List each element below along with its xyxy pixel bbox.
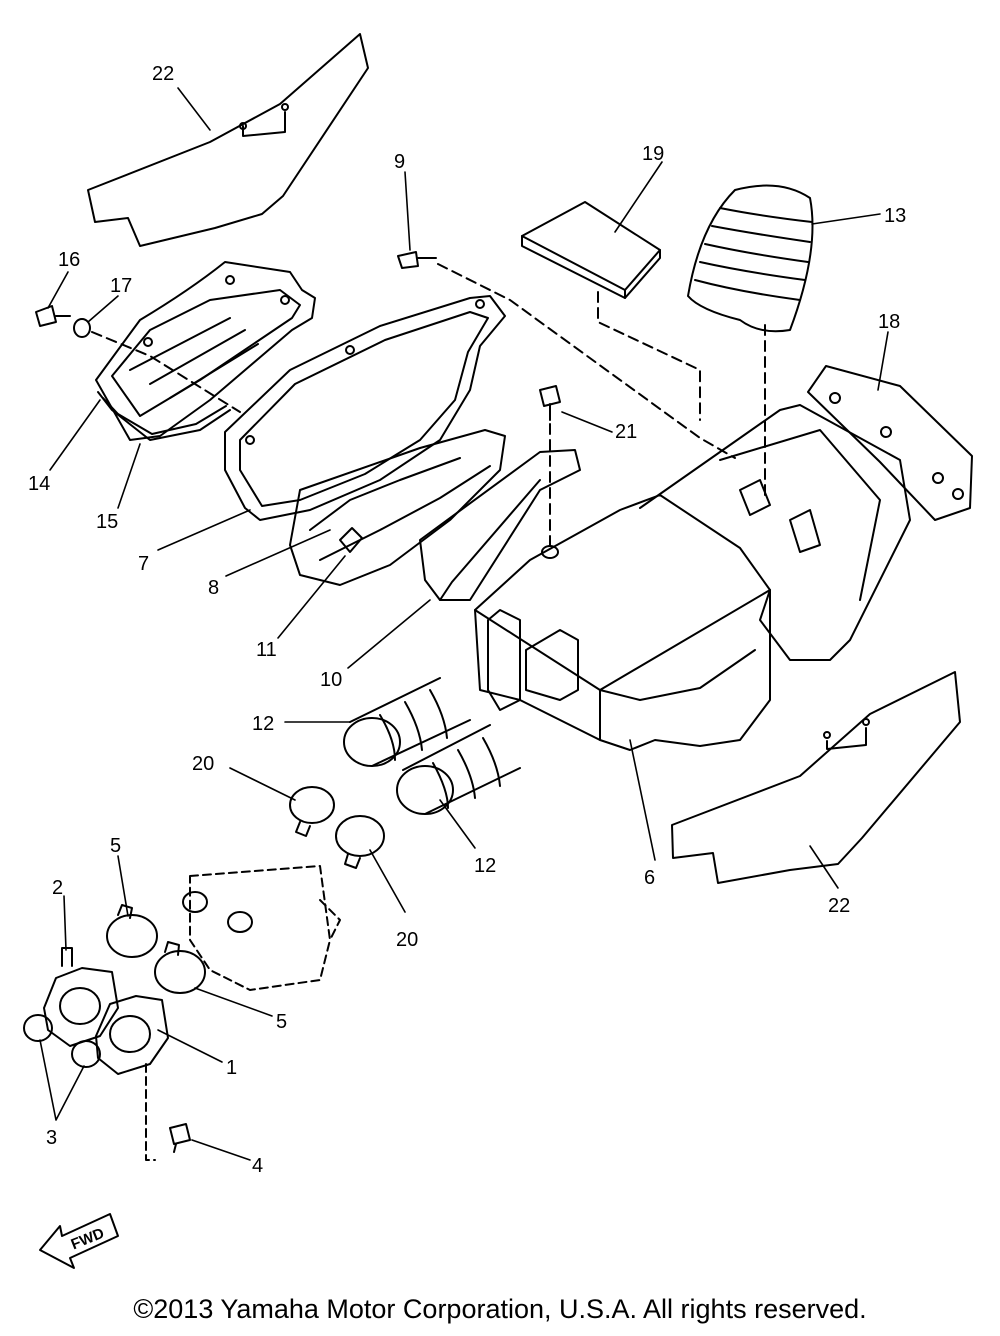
side-cover-panel-upper [87, 33, 369, 247]
element-holder [419, 449, 581, 601]
callout-16: 16 [58, 249, 80, 271]
washer-17 [73, 318, 241, 413]
side-cover-panel-lower [671, 671, 961, 884]
callout-18: 18 [878, 311, 900, 333]
callout-15: 15 [96, 511, 118, 533]
callout-5-upper: 5 [110, 835, 121, 857]
callout-4: 4 [252, 1155, 263, 1177]
callout-2: 2 [52, 877, 63, 899]
callout-14: 14 [28, 473, 50, 495]
copyright-notice: ©2013 Yamaha Motor Corporation, U.S.A. A… [133, 1294, 867, 1324]
air-cleaner-case [474, 494, 771, 751]
bolt-9 [397, 251, 736, 459]
callout-9: 9 [394, 151, 405, 173]
hose-clamp-5a [106, 904, 158, 958]
hose-clamp-5b [154, 941, 206, 994]
callout-1: 1 [226, 1057, 237, 1079]
carburetor-ports [182, 891, 253, 933]
callout-20-upper: 20 [192, 753, 214, 775]
hose-clamp-20a [289, 786, 335, 837]
cap-seal [97, 391, 231, 441]
callout-12-left: 12 [252, 713, 274, 735]
case-cover-plate [807, 365, 973, 521]
callout-7: 7 [138, 553, 149, 575]
callout-5-lower: 5 [276, 1011, 287, 1033]
cleaner-frame [289, 429, 506, 586]
callout-6: 6 [644, 867, 655, 889]
fwd-arrow-icon: FWD [39, 1213, 119, 1269]
parts-diagram: FWD 22 9 19 13 16 17 1 [23, 33, 973, 1269]
hose-clamp-20b [335, 815, 385, 869]
callout-17: 17 [110, 275, 132, 297]
callout-3: 3 [46, 1127, 57, 1149]
callout-8: 8 [208, 577, 219, 599]
callout-12-right: 12 [474, 855, 496, 877]
o-ring-a [23, 1014, 53, 1042]
intake-manifold-1 [95, 995, 169, 1161]
joint-boot-b [396, 724, 521, 815]
air-cleaner-cap [95, 261, 316, 441]
joint-boot-a [343, 677, 471, 767]
callout-20-lower: 20 [396, 929, 418, 951]
callout-19: 19 [642, 143, 664, 165]
bolt-4 [169, 1123, 191, 1153]
o-ring-b [71, 1040, 101, 1068]
bolt-16 [35, 305, 71, 327]
callout-13: 13 [884, 205, 906, 227]
leader-lines [39, 87, 889, 1161]
callout-21: 21 [615, 421, 637, 443]
callout-10: 10 [320, 669, 342, 691]
carburetor-outline [189, 865, 341, 991]
callout-22-lower: 22 [828, 895, 850, 917]
intake-manifold-2 [43, 947, 119, 1047]
callout-11: 11 [256, 639, 277, 661]
air-filter-element [521, 201, 701, 421]
intake-duct-boot [687, 184, 814, 501]
case-back-section [639, 404, 911, 661]
callout-labels: 22 9 19 13 16 17 18 21 14 15 7 8 11 10 1… [28, 63, 906, 1177]
callout-22-upper: 22 [152, 63, 174, 85]
bolt-21 [539, 385, 561, 559]
case-cover [224, 295, 506, 521]
